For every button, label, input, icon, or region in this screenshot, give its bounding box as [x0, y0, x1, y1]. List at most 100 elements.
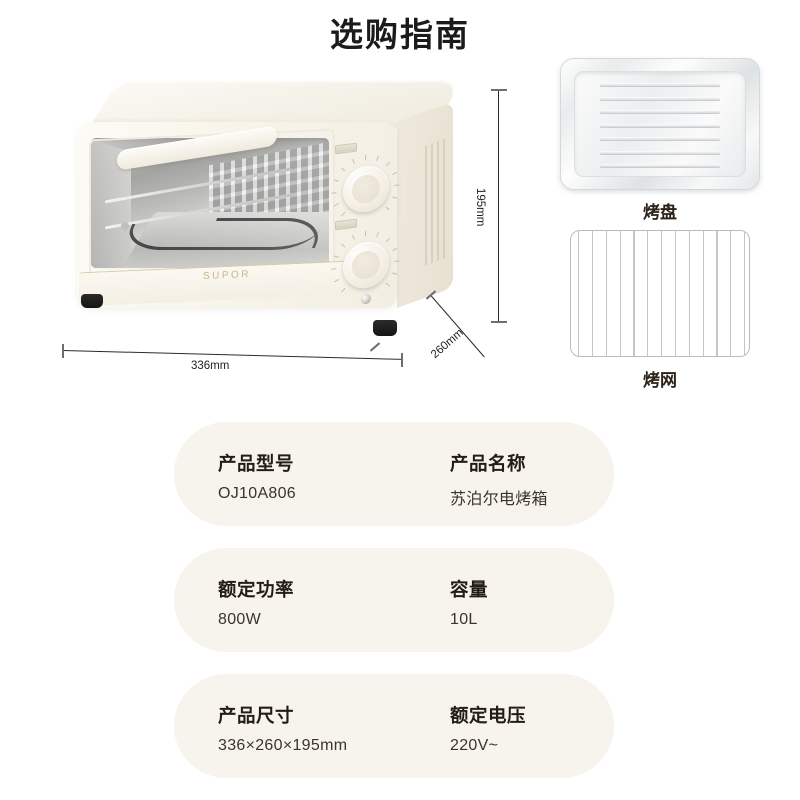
- wire-rack-image: [570, 230, 750, 357]
- dial-tick: [341, 167, 346, 172]
- height-dimension-cap: [491, 321, 507, 323]
- accessories-group: 烤盘 烤网: [548, 58, 778, 398]
- height-dimension-cap: [491, 89, 507, 91]
- side-vent-line: [425, 145, 427, 266]
- baking-tray-ridge: [600, 137, 720, 140]
- dial-tick: [385, 237, 390, 243]
- wire-rack-wire: [674, 231, 677, 356]
- width-dimension-line: [62, 350, 403, 361]
- dial-tick: [341, 287, 346, 293]
- spec-label: 额定电压: [450, 705, 527, 726]
- side-vent-line: [443, 138, 445, 260]
- oven-foot: [81, 294, 103, 308]
- spec-value: 800W: [218, 611, 261, 628]
- dial-tick: [365, 155, 366, 161]
- wire-rack-wire: [702, 231, 704, 356]
- dial-tick: [376, 155, 379, 162]
- dial-tick: [333, 179, 339, 182]
- wire-rack-wire: [647, 231, 649, 356]
- spec-label: 额定功率: [218, 579, 295, 600]
- heating-element: [204, 218, 328, 248]
- wire-rack-wire: [578, 231, 580, 356]
- wire-rack-frame: [570, 230, 750, 357]
- dial-tick: [376, 231, 379, 238]
- spec-label: 产品型号: [218, 453, 295, 474]
- dial-tick: [385, 282, 390, 287]
- height-dimension-label: 195mm: [474, 188, 486, 227]
- spec-field-model: 产品型号 OJ10A806: [218, 450, 296, 503]
- temperature-label-badge: [335, 142, 357, 155]
- heating-element-mount: [121, 222, 129, 230]
- baking-tray-ridge: [600, 150, 720, 154]
- baking-tray-ridge: [600, 110, 720, 113]
- width-dimension-cap: [62, 344, 64, 358]
- wire-rack-wire: [633, 231, 635, 356]
- dial-tick: [385, 206, 390, 211]
- spec-card: 产品型号 OJ10A806 产品名称 苏泊尔电烤箱: [174, 422, 614, 526]
- dial-tick: [394, 260, 400, 263]
- wire-rack-wire: [661, 231, 663, 356]
- dial-tick: [333, 279, 339, 283]
- baking-tray-ridge: [600, 96, 720, 100]
- dial-tick: [394, 184, 400, 187]
- depth-dimension-cap: [369, 342, 381, 352]
- dial-tick: [341, 211, 346, 217]
- height-dimension-line: [498, 90, 500, 322]
- wire-rack-wire: [730, 231, 732, 356]
- power-indicator-light: [361, 293, 371, 305]
- dial-tick: [352, 158, 355, 164]
- wire-rack-wire: [716, 231, 718, 356]
- spec-field-dimensions: 产品尺寸 336×260×195mm: [218, 702, 347, 755]
- dial-tick: [333, 203, 339, 207]
- width-dimension-label: 336mm: [191, 360, 230, 372]
- spec-value: 苏泊尔电烤箱: [450, 491, 548, 508]
- oven-foot: [373, 320, 397, 336]
- dial-tick: [352, 234, 355, 240]
- oven-illustration: SUPOR 195mm 260mm 336mm: [55, 60, 507, 400]
- dial-tick: [333, 255, 339, 258]
- wire-rack-label: 烤网: [643, 371, 677, 390]
- wire-rack-wire: [619, 231, 621, 356]
- depth-dimension-label: 260mm: [429, 326, 466, 362]
- dial-tick: [392, 272, 398, 275]
- dial-tick: [392, 171, 398, 176]
- spec-value: OJ10A806: [218, 485, 297, 502]
- spec-value: 336×260×195mm: [218, 737, 348, 754]
- timer-label-badge: [335, 218, 357, 231]
- wire-rack-wire: [688, 231, 690, 356]
- spec-label: 容量: [450, 579, 489, 600]
- spec-value: 220V~: [450, 737, 499, 754]
- spec-field-rated-power: 额定功率 800W: [218, 576, 294, 629]
- baking-tray-image: [560, 58, 760, 190]
- spec-field-product-name: 产品名称 苏泊尔电烤箱: [450, 450, 548, 509]
- baking-tray-inner: [574, 71, 746, 177]
- dial-tick: [331, 192, 337, 194]
- dial-tick: [392, 247, 398, 252]
- wire-rack-wire: [591, 231, 594, 356]
- dial-tick: [341, 243, 346, 248]
- page-title: 选购指南: [330, 16, 470, 53]
- spec-label: 产品名称: [450, 453, 527, 474]
- side-vent-line: [431, 142, 433, 264]
- wire-rack-wire: [605, 231, 607, 356]
- spec-card: 产品尺寸 336×260×195mm 额定电压 220V~: [174, 674, 614, 778]
- dial-tick: [392, 196, 398, 199]
- dial-tick: [365, 231, 366, 237]
- wire-rack-wire: [744, 231, 746, 356]
- spec-label: 产品尺寸: [218, 705, 295, 726]
- spec-card: 额定功率 800W 容量 10L: [174, 548, 614, 652]
- side-vent-line: [437, 140, 439, 262]
- baking-tray-ridge: [600, 123, 720, 127]
- spec-value: 10L: [450, 611, 478, 628]
- baking-tray-label: 烤盘: [643, 203, 677, 222]
- spec-field-rated-voltage: 额定电压 220V~: [450, 702, 526, 755]
- width-dimension-cap: [401, 353, 403, 367]
- baking-tray-ridge: [600, 83, 720, 86]
- baking-tray-body: [560, 58, 760, 190]
- control-panel: [331, 142, 407, 308]
- spec-card-list: 产品型号 OJ10A806 产品名称 苏泊尔电烤箱 额定功率 800W 容量 1…: [174, 422, 614, 800]
- spec-field-capacity: 容量 10L: [450, 576, 488, 629]
- dial-tick: [385, 161, 390, 167]
- dial-tick: [331, 268, 337, 270]
